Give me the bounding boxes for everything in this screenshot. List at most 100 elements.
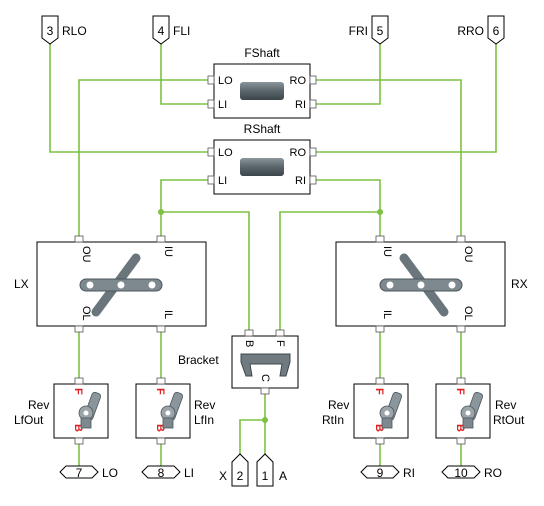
revolute-joint-icon (379, 391, 403, 429)
port-x-number: 2 (237, 469, 244, 483)
rev-lfout-b-port[interactable] (74, 437, 84, 445)
rx-ou-port[interactable] (456, 235, 466, 243)
rev-rtin-f-label: F (373, 388, 385, 395)
port-fri-number: 5 (377, 24, 384, 38)
rev-rtout-f-label: F (454, 388, 466, 395)
port-a[interactable]: 1 A (256, 453, 287, 487)
revolute-joint-icon (78, 391, 102, 429)
rshaft-ri-port[interactable] (309, 175, 317, 185)
rshaft-lo-port[interactable] (207, 147, 215, 157)
rshaft-ro-label: RO (290, 147, 307, 159)
rshaft-title: RShaft (244, 122, 281, 136)
port-ro-label: RO (484, 466, 502, 480)
rev-lfout-label-1: Rev (28, 398, 49, 412)
bracket-c-port[interactable] (260, 387, 270, 395)
shaft-image (240, 158, 284, 176)
port-a-label: A (279, 469, 287, 483)
bracket-b-port[interactable] (244, 329, 254, 337)
fshaft-block[interactable]: FShaft LO LI RO RI (207, 46, 317, 119)
rev-rtin-label-1: Rev (328, 398, 349, 412)
lx-name: LX (14, 277, 29, 291)
wire-junctions (158, 209, 383, 423)
lx-il-port[interactable] (156, 325, 166, 333)
port-li[interactable]: 8 LI (141, 465, 194, 480)
rx-ou-label: OU (462, 246, 474, 263)
fshaft-ro-port[interactable] (309, 75, 317, 85)
rev-rtout-b-port[interactable] (456, 437, 466, 445)
linkage-icon (79, 253, 163, 317)
port-rro-number: 6 (493, 24, 500, 38)
rev-lfout-f-label: F (72, 388, 84, 395)
rshaft-block[interactable]: RShaft LO LI RO RI (207, 122, 317, 195)
port-li-label: LI (184, 466, 194, 480)
rx-ol-port[interactable] (456, 325, 466, 333)
bracket-block[interactable]: Bracket B F C (178, 329, 299, 395)
bracket-f-port[interactable] (275, 329, 285, 337)
port-fli-number: 4 (158, 24, 165, 38)
rev-rtout-b-label: B (454, 424, 466, 432)
port-a-number: 1 (262, 469, 269, 483)
rev-lfin-label-2: LfIn (194, 413, 214, 427)
port-li-number: 8 (158, 466, 165, 480)
bracket-c-label: C (259, 374, 271, 382)
port-rlo[interactable]: 3 RLO (41, 15, 87, 45)
rev-lfin-block[interactable]: Rev LfIn F B (135, 377, 215, 445)
rev-lfout-block[interactable]: Rev LfOut F B (14, 377, 109, 445)
fshaft-ri-label: RI (295, 99, 306, 111)
shaft-image (240, 82, 284, 100)
rev-lfin-f-port[interactable] (156, 377, 166, 385)
port-ri[interactable]: 9 RI (360, 465, 415, 480)
fshaft-li-label: LI (218, 99, 227, 111)
rshaft-ro-port[interactable] (309, 147, 317, 157)
fshaft-lo-port[interactable] (207, 75, 215, 85)
port-fli-label: FLI (173, 24, 190, 38)
lx-iu-label: IU (162, 246, 174, 257)
port-lo-number: 7 (76, 466, 83, 480)
rx-iu-port[interactable] (375, 235, 385, 243)
rev-rtin-label-2: RtIn (322, 413, 344, 427)
rshaft-li-port[interactable] (207, 175, 215, 185)
port-fri[interactable]: 5 FRI (349, 15, 389, 45)
rshaft-lo-label: LO (218, 147, 233, 159)
port-fli[interactable]: 4 FLI (152, 15, 190, 45)
fshaft-title: FShaft (244, 46, 280, 60)
lx-iu-port[interactable] (156, 235, 166, 243)
port-ri-label: RI (403, 466, 415, 480)
rev-rtout-block[interactable]: Rev RtOut F B (435, 377, 525, 445)
rev-lfin-f-label: F (154, 388, 166, 395)
lx-il-label: IL (162, 310, 174, 319)
lx-ol-port[interactable] (74, 325, 84, 333)
port-ri-number: 9 (377, 466, 384, 480)
rev-rtin-b-port[interactable] (375, 437, 385, 445)
fshaft-ro-label: RO (290, 75, 307, 87)
rx-name: RX (511, 277, 528, 291)
port-lo[interactable]: 7 LO (59, 465, 118, 480)
rev-lfout-b-label: B (72, 424, 84, 432)
rev-rtout-label-1: Rev (495, 398, 516, 412)
port-rlo-label: RLO (62, 24, 87, 38)
rev-rtout-label-2: RtOut (493, 413, 525, 427)
port-ro[interactable]: 10 RO (441, 465, 502, 480)
port-ro-number: 10 (454, 466, 468, 480)
port-rro[interactable]: 6 RRO (457, 15, 505, 45)
rev-lfin-b-port[interactable] (156, 437, 166, 445)
rev-rtout-f-port[interactable] (456, 377, 466, 385)
linkage-icon (379, 253, 463, 317)
rev-lfout-f-port[interactable] (74, 377, 84, 385)
fshaft-lo-label: LO (218, 75, 233, 87)
lx-ou-label: OU (80, 246, 92, 263)
lx-ol-label: OL (80, 306, 92, 321)
rx-il-port[interactable] (375, 325, 385, 333)
fshaft-ri-port[interactable] (309, 99, 317, 109)
port-x[interactable]: 2 X (219, 453, 249, 487)
port-fri-label: FRI (349, 24, 368, 38)
fshaft-li-port[interactable] (207, 99, 215, 109)
rev-rtin-block[interactable]: Rev RtIn F B (322, 377, 409, 445)
rx-block[interactable]: RX IU OU IL OL (335, 235, 528, 333)
rx-il-label: IL (381, 310, 393, 319)
rx-iu-label: IU (381, 246, 393, 257)
lx-block[interactable]: LX OU IU OL IL (14, 235, 207, 333)
lx-ou-port[interactable] (74, 235, 84, 243)
rev-rtin-f-port[interactable] (375, 377, 385, 385)
